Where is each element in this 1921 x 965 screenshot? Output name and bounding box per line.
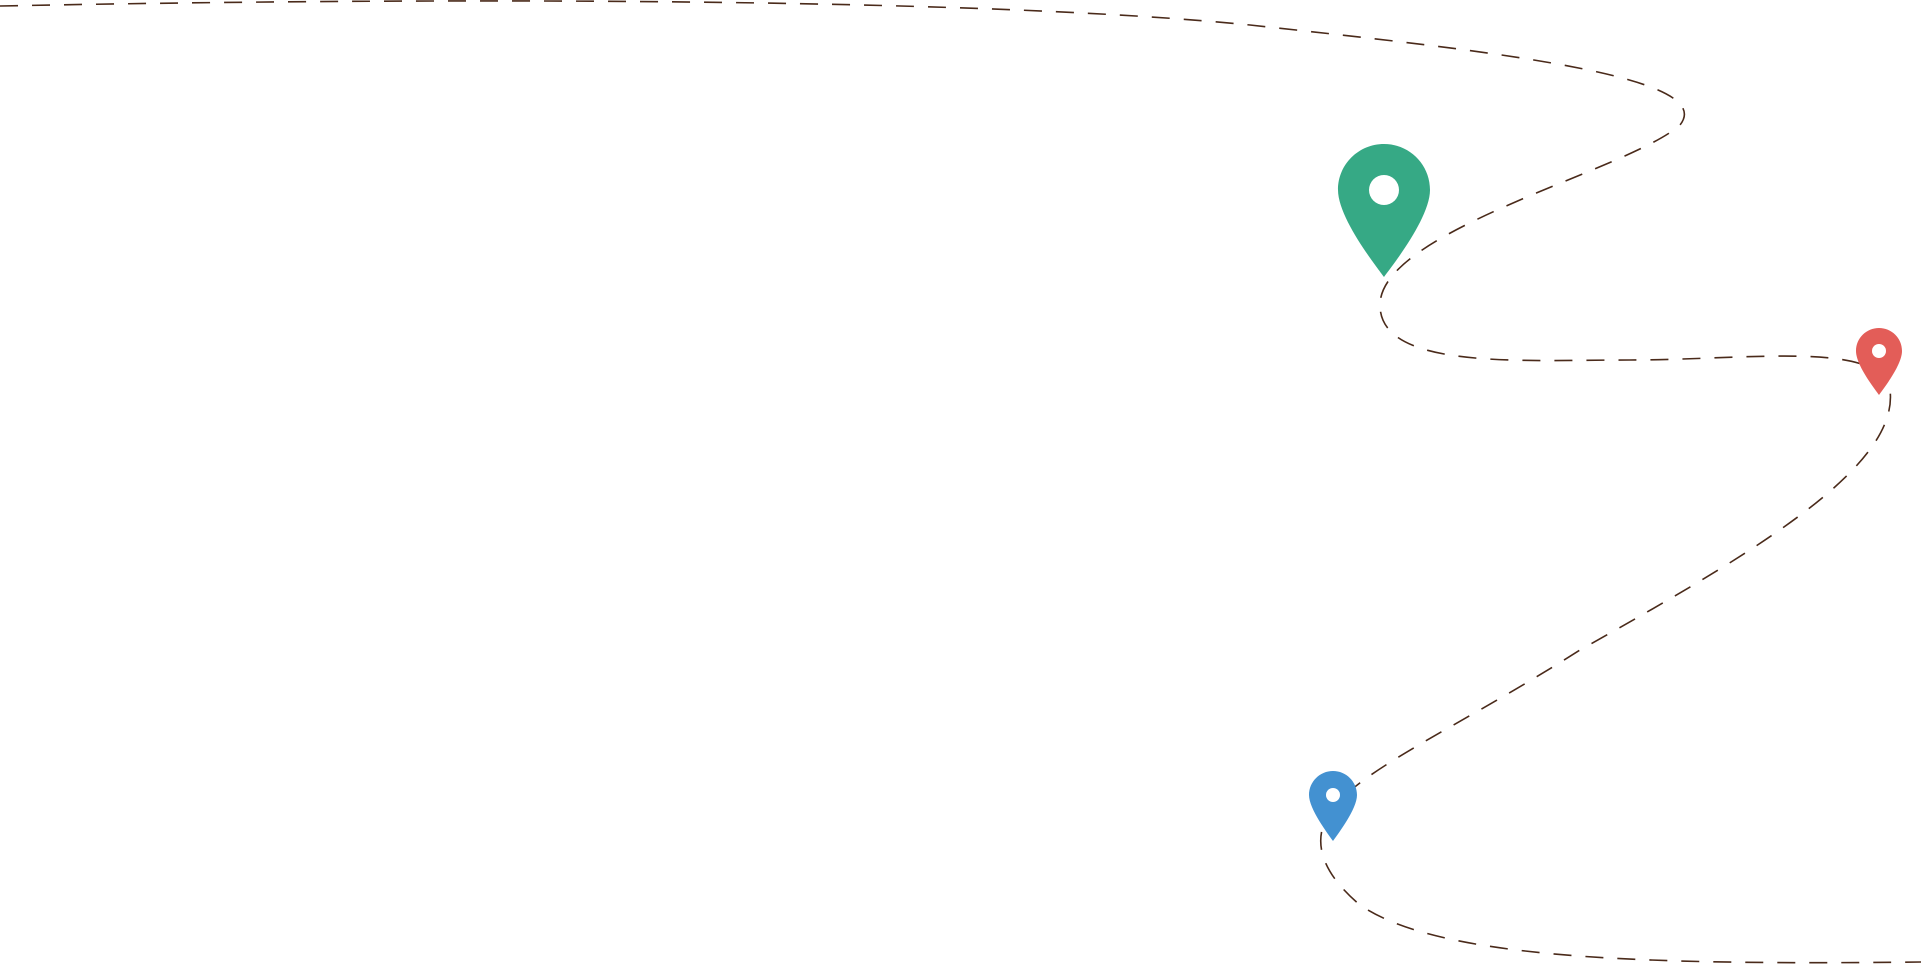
pin-center-dot <box>1872 344 1886 358</box>
location-pin-green-icon[interactable] <box>1338 144 1430 277</box>
pin-center-dot <box>1326 788 1340 802</box>
pin-center-dot <box>1369 175 1399 205</box>
location-pin-blue-icon[interactable] <box>1309 771 1357 841</box>
location-pin-red-icon[interactable] <box>1856 328 1902 395</box>
